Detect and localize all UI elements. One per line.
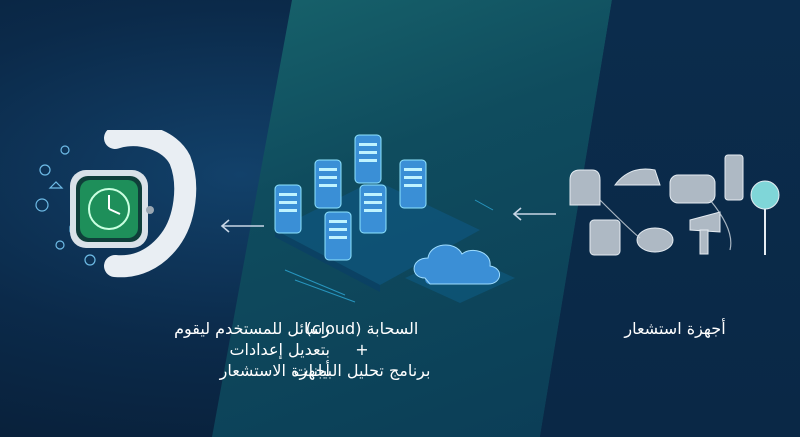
server-cluster-icon — [274, 134, 494, 303]
caption-line: أجهزة استشعار — [624, 319, 726, 338]
caption-line: برنامج تحليل البيانات — [293, 361, 431, 380]
caption-line: رسائل للمستخدم ليقوم — [174, 319, 330, 338]
arrow-left-icon — [220, 219, 264, 233]
home-appliances-icon — [569, 154, 780, 256]
server-unit — [354, 134, 382, 184]
caption-user-messages: رسائل للمستخدم ليقوم بتعديل إعدادات أجهز… — [130, 318, 330, 381]
caption-sensors: أجهزة استشعار — [590, 318, 760, 339]
smartwatch-icon — [35, 130, 197, 278]
caption-line: السحابة (cloud) — [305, 319, 419, 338]
cloud-icon — [405, 244, 515, 303]
caption-cloud-analytics: السحابة (cloud) + برنامج تحليل البيانات — [262, 318, 462, 381]
caption-line: + — [355, 340, 369, 359]
arrow-left-icon — [512, 207, 556, 221]
caption-line: بتعديل إعدادات — [229, 340, 330, 359]
caption-line: أجهزة الاستشعار — [219, 361, 330, 380]
